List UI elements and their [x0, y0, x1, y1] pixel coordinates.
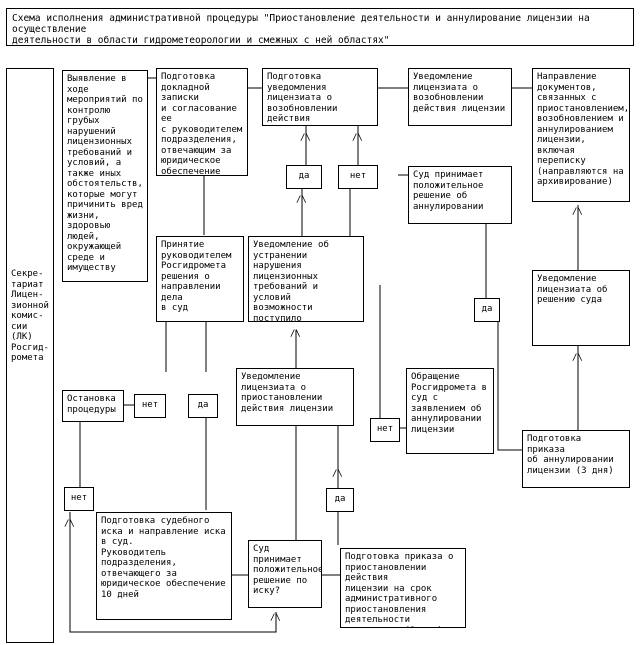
yes-tag: да [326, 488, 354, 512]
no-tag: нет [64, 487, 94, 511]
yes-tag: да [286, 165, 322, 189]
no-tag: нет [370, 418, 400, 442]
send-docs-box: Направление документов, связанных с прио… [532, 68, 630, 202]
stop-procedure-box: Остановка процедуры [62, 390, 124, 422]
appeal-court-box: Обращение Росгидромета в суд с заявление… [406, 368, 494, 454]
notify-resume-box: Подготовка уведомления лицензиата о возо… [262, 68, 378, 126]
arrowhead: /\ [296, 195, 307, 205]
notice-fixed-box: Уведомление об устранении нарушения лице… [248, 236, 364, 322]
notice-suspend-box: Уведомление лицензиата о приостановлении… [236, 368, 354, 426]
court-accepts-cancel-box: Суд принимает положительное решение об а… [408, 166, 512, 224]
connector [69, 512, 277, 633]
arrowhead: /\ [300, 133, 311, 143]
court-accepts-suspend-box: Суд принимает положительное решение по и… [248, 540, 322, 608]
notice-resume-box: Уведомление лицензиата о возобновлении д… [408, 68, 512, 126]
arrowhead: /\ [572, 353, 583, 363]
decision-head-box: Принятие руководителем Росгидромета реше… [156, 236, 244, 322]
connector [497, 320, 524, 451]
arrowhead: /\ [572, 207, 583, 217]
order-cancel-box: Подготовка приказа об аннулировании лице… [522, 430, 630, 488]
no-tag: нет [338, 165, 378, 189]
yes-tag: да [188, 394, 218, 418]
arrowhead: /\ [352, 133, 363, 143]
arrowhead: /\ [64, 519, 75, 529]
notice-court-box: Уведомление лицензиата об решению суда [532, 270, 630, 346]
prep-memo-box: Подготовка докладной записки и согласова… [156, 68, 248, 176]
yes-tag: да [474, 298, 500, 322]
title-box: Схема исполнения административной процед… [6, 8, 634, 46]
arrowhead: /\ [332, 469, 343, 479]
order-suspend-box: Подготовка приказа о приостановлении дей… [340, 548, 466, 628]
side-label: Секре- тариат Лицен- зионной комис- сии … [6, 68, 54, 643]
no-tag: нет [134, 394, 166, 418]
arrowhead: /\ [270, 613, 281, 623]
arrowhead: /\ [290, 329, 301, 339]
detect-box: Выявление в ходе мероприятий по контролю… [62, 70, 148, 282]
prep-claim-box: Подготовка судебного иска и направление … [96, 512, 232, 620]
